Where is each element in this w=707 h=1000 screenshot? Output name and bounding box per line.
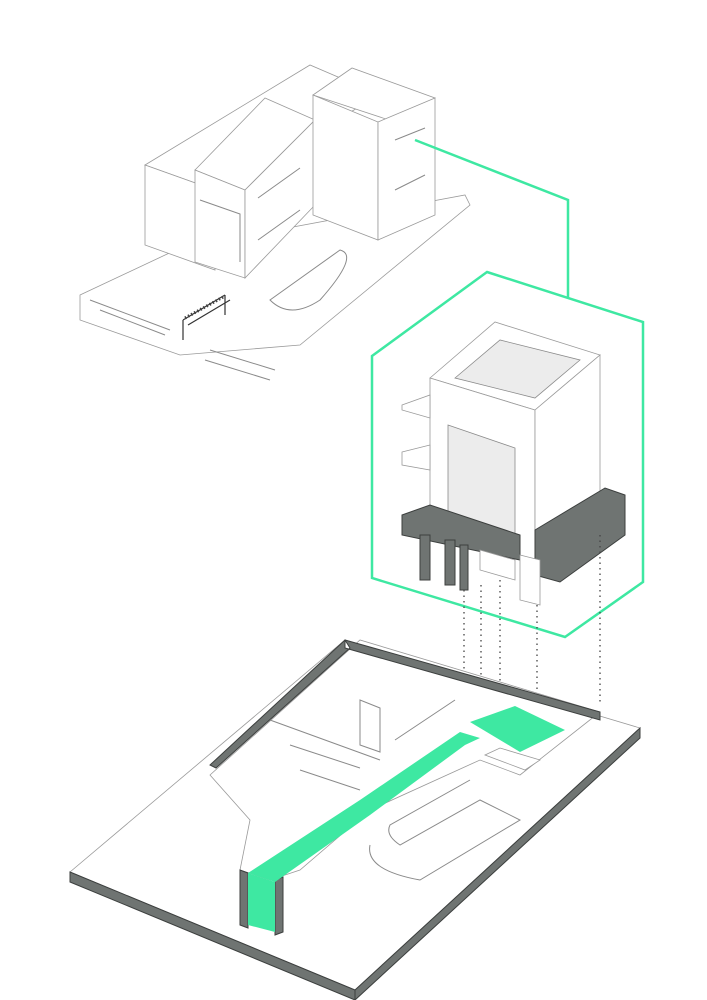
tower-exploded-axonometric	[401, 321, 626, 606]
corridor-wall-right	[274, 876, 284, 936]
tower-front	[312, 94, 379, 241]
section-pier-3	[459, 544, 469, 591]
full-building-axonometric	[79, 64, 471, 381]
outer-walls	[209, 639, 601, 769]
ground-plate-edge-right	[354, 726, 641, 1000]
tower-side	[377, 97, 436, 241]
callout-hexagon-frame	[370, 270, 645, 639]
tower-skylight-well	[454, 339, 581, 399]
green-corridor-end	[248, 873, 275, 932]
slab-middle	[401, 444, 431, 471]
tower-window	[479, 549, 516, 581]
tower-base	[519, 554, 541, 606]
slab-upper	[401, 394, 431, 419]
section-wall-left	[401, 504, 521, 561]
section-pier-2	[444, 539, 456, 586]
ground-floor-plan-axonometric	[69, 639, 641, 1000]
corridor-wall-left	[239, 869, 249, 929]
tower-plan-window	[483, 747, 541, 771]
pool-outline	[369, 779, 522, 881]
green-circulation-path	[248, 732, 480, 882]
ground-plate-edge-front	[69, 871, 356, 1000]
callout-connector-line	[414, 138, 570, 298]
section-pier-1	[419, 534, 431, 581]
green-tower-room	[470, 706, 565, 752]
railing-balusters	[184, 294, 226, 320]
